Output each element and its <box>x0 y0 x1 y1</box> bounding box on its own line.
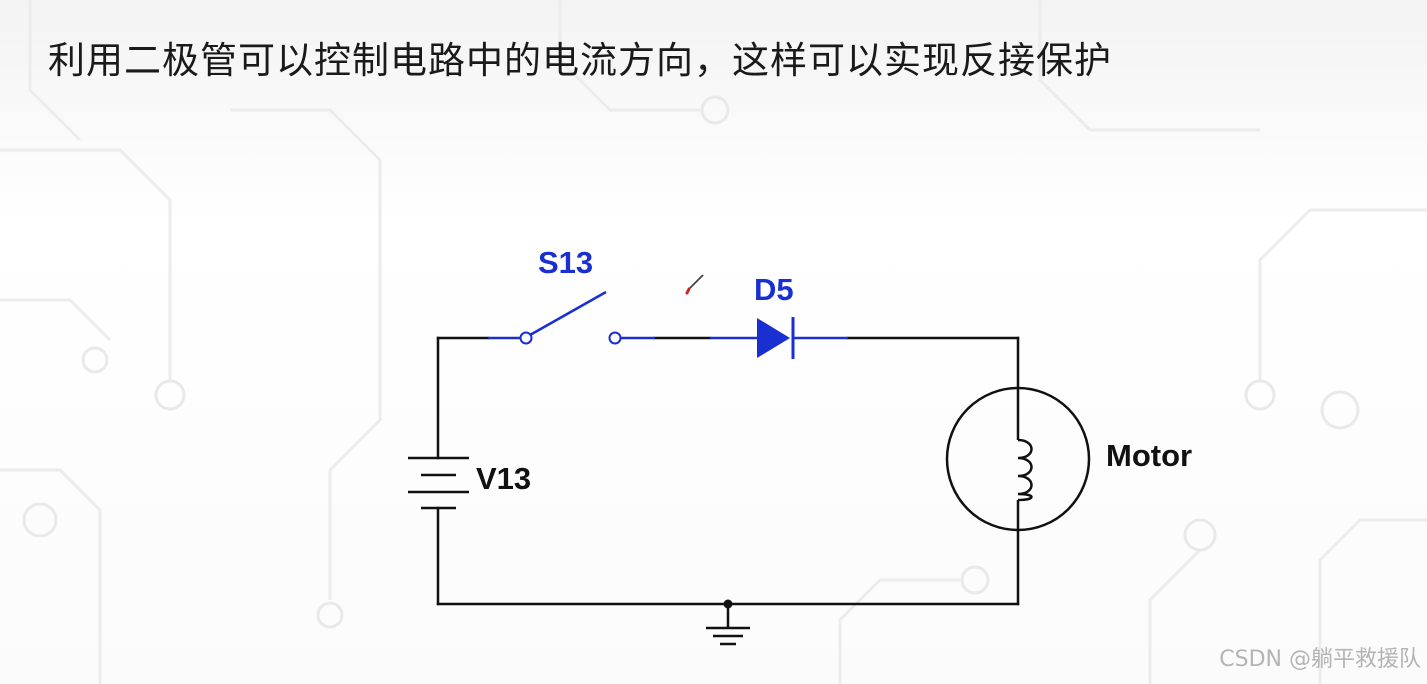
battery-v13: V13 <box>408 456 531 510</box>
battery-label: V13 <box>476 461 531 496</box>
switch-label: S13 <box>538 245 593 280</box>
ground-symbol <box>706 599 750 646</box>
watermark: CSDN @躺平救援队 <box>1219 647 1421 672</box>
diode-d5: D5 <box>710 272 848 359</box>
motor-label: Motor <box>1106 438 1192 473</box>
motor-coil-icon <box>1017 438 1033 502</box>
pen-cursor-icon <box>685 274 704 295</box>
motor: Motor <box>945 386 1192 532</box>
switch-s13: S13 <box>488 245 655 345</box>
diode-label: D5 <box>754 272 794 307</box>
slide-title: 利用二极管可以控制电路中的电流方向，这样可以实现反接保护 <box>48 39 1112 82</box>
